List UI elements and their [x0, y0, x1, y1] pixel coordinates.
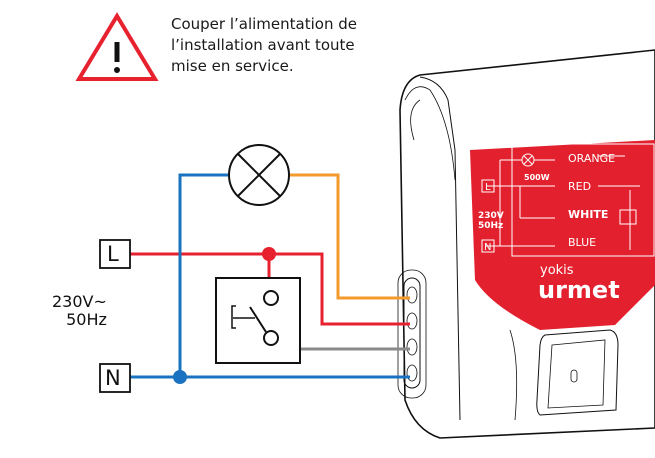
device-label-panel: 500W L 230V 50Hz N ORANGE RED WHITE BLUE… [470, 140, 655, 330]
terminal-l-label: L [107, 242, 119, 266]
wire-blue-lamp [178, 173, 228, 377]
junction-red [262, 247, 276, 261]
terminal-n-label: N [105, 366, 121, 390]
wire-red [130, 252, 410, 326]
wire-orange [290, 173, 410, 300]
terminal-l-box [99, 239, 131, 269]
brand-yokis: yokis [540, 263, 574, 278]
supply-voltage: 230V~ [52, 292, 107, 311]
panel-frequency: 50Hz [478, 221, 503, 231]
panel-wire-red: RED [568, 180, 591, 193]
panel-voltage: 230V [478, 211, 504, 221]
junction-blue [173, 370, 187, 384]
warning-line: l’installation avant toute [171, 36, 355, 54]
panel-wire-blue: BLUE [568, 236, 596, 249]
lamp-icon [228, 144, 290, 206]
panel-lamp-power: 500W [524, 173, 550, 182]
warning-message: Couper l’alimentation de l’installation … [171, 14, 357, 77]
terminal-n-box [99, 363, 131, 393]
brand-urmet: urmet [538, 276, 620, 304]
warning-line: Couper l’alimentation de [171, 15, 357, 33]
supply-spec: 230V~ 50Hz [52, 293, 107, 329]
panel-terminal-n: N [484, 242, 491, 253]
panel-terminal-l: L [485, 182, 491, 193]
push-button-icon [215, 277, 301, 364]
panel-wire-white: WHITE [568, 208, 608, 221]
panel-wire-orange: ORANGE [568, 152, 615, 165]
warning-triangle-icon [75, 12, 159, 81]
supply-frequency: 50Hz [66, 310, 107, 329]
warning-line: mise en service. [171, 57, 294, 75]
